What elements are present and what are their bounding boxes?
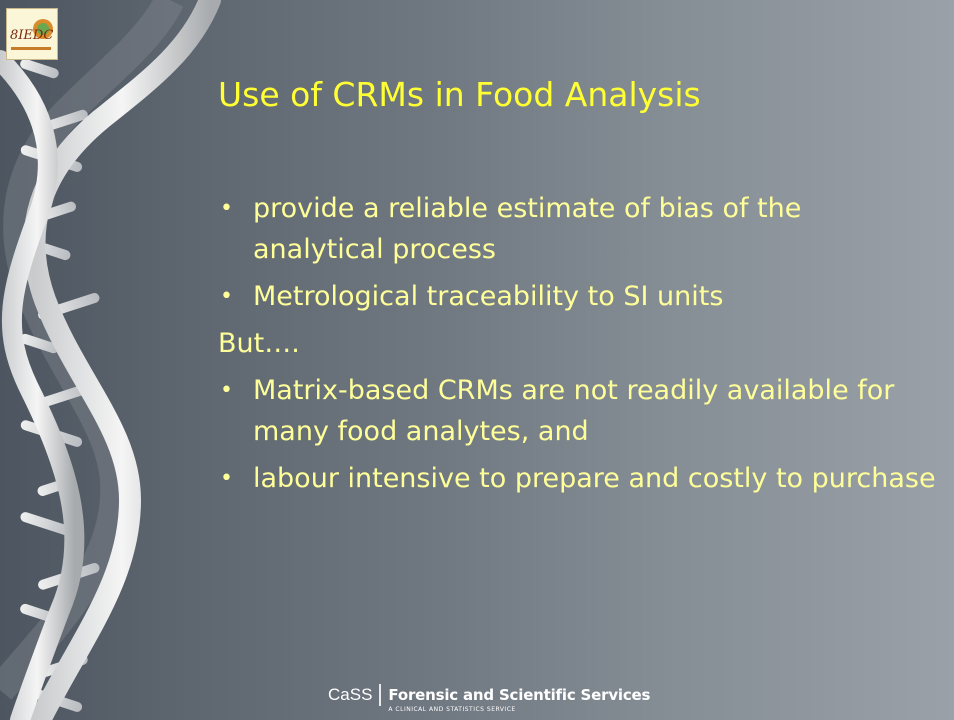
- bullet-text: provide a reliable estimate of bias of t…: [253, 193, 802, 265]
- bullet-dot-icon: •: [220, 196, 233, 221]
- bullet-text: labour intensive to prepare and costly t…: [253, 463, 936, 494]
- bullet-item: • Matrix-based CRMs are not readily avail…: [218, 370, 938, 452]
- helix-rung: [20, 512, 71, 536]
- footer-service: Forensic and Scientific Services: [388, 686, 651, 704]
- bullet-dot-icon: •: [220, 466, 233, 491]
- slide-title: Use of CRMs in Food Analysis: [218, 75, 701, 114]
- footer-org: CaSS: [328, 684, 382, 706]
- logo-text: 8IEDC: [10, 28, 53, 43]
- plain-line: But….: [218, 328, 300, 359]
- bullet-dot-icon: •: [220, 284, 233, 309]
- bullet-item: • Metrological traceability to SI units: [218, 276, 938, 317]
- slide-body: • provide a reliable estimate of bias of …: [218, 188, 938, 505]
- helix-rung: [20, 58, 59, 79]
- footer-subtitle: A CLINICAL AND STATISTICS SERVICE: [388, 706, 516, 713]
- conference-logo-icon: 8IEDC: [10, 19, 53, 50]
- bullet-item: • labour intensive to prepare and costly …: [218, 458, 938, 499]
- conference-logo: 8IEDC: [6, 8, 58, 60]
- helix-rung: [37, 384, 88, 408]
- bullet-text: Matrix-based CRMs are not readily availa…: [253, 375, 895, 447]
- footer-right: Forensic and Scientific Services A CLINI…: [381, 684, 650, 714]
- bullet-item: • provide a reliable estimate of bias of …: [218, 188, 938, 270]
- helix-rung: [20, 333, 59, 354]
- bullet-text: Metrological traceability to SI units: [253, 281, 724, 312]
- dna-helix-icon: [0, 0, 221, 720]
- footer: CaSS Forensic and Scientific Services A …: [328, 684, 650, 713]
- bullet-dot-icon: •: [220, 378, 233, 403]
